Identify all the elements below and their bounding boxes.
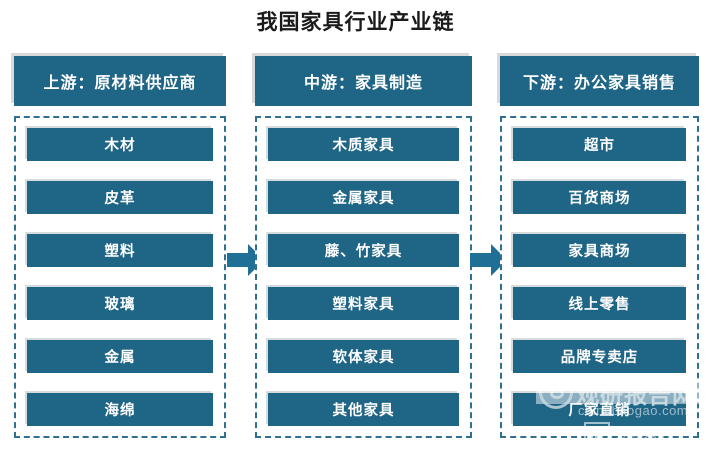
- item-box[interactable]: 木质家具: [268, 128, 459, 161]
- item-box[interactable]: 软体家具: [268, 340, 459, 373]
- item-box[interactable]: 厂家直销: [513, 393, 686, 426]
- item-box[interactable]: 其他家具: [268, 393, 459, 426]
- item-box[interactable]: 品牌专卖店: [513, 340, 686, 373]
- item-box[interactable]: 百货商场: [513, 181, 686, 214]
- column-midstream: 中游：家具制造 木质家具 金属家具 藤、竹家具 塑料家具 软体家具 其他家具: [255, 56, 472, 438]
- page-title: 我国家具行业产业链: [256, 10, 455, 34]
- column-downstream: 下游：办公家具销售 超市 百货商场 家具商场 线上零售 品牌专卖店 厂家直销: [500, 56, 699, 438]
- watermark-id: ID:1367252: [618, 438, 686, 453]
- column-header-midstream: 中游：家具制造: [255, 56, 472, 106]
- column-body-midstream: 木质家具 金属家具 藤、竹家具 塑料家具 软体家具 其他家具: [255, 116, 472, 438]
- item-box[interactable]: 藤、竹家具: [268, 234, 459, 267]
- item-box[interactable]: 金属家具: [268, 181, 459, 214]
- item-box[interactable]: 超市: [513, 128, 686, 161]
- column-body-upstream: 木材 皮革 塑料 玻璃 金属 海绵: [14, 116, 226, 438]
- item-box[interactable]: 皮革: [27, 181, 213, 214]
- item-box[interactable]: 木材: [27, 128, 213, 161]
- item-box[interactable]: 海绵: [27, 393, 213, 426]
- item-box[interactable]: 线上零售: [513, 287, 686, 320]
- column-header-upstream: 上游：原材料供应商: [14, 56, 226, 106]
- item-box[interactable]: 塑料: [27, 234, 213, 267]
- column-body-downstream: 超市 百货商场 家具商场 线上零售 品牌专卖店 厂家直销: [500, 116, 699, 438]
- column-upstream: 上游：原材料供应商 木材 皮革 塑料 玻璃 金属 海绵: [14, 56, 226, 438]
- arrow-right-icon: [470, 243, 508, 277]
- arrow-right-icon: [227, 243, 265, 277]
- column-header-downstream: 下游：办公家具销售: [500, 56, 699, 106]
- item-box[interactable]: 金属: [27, 340, 213, 373]
- item-box[interactable]: 家具商场: [513, 234, 686, 267]
- item-box[interactable]: 玻璃: [27, 287, 213, 320]
- item-box[interactable]: 塑料家具: [268, 287, 459, 320]
